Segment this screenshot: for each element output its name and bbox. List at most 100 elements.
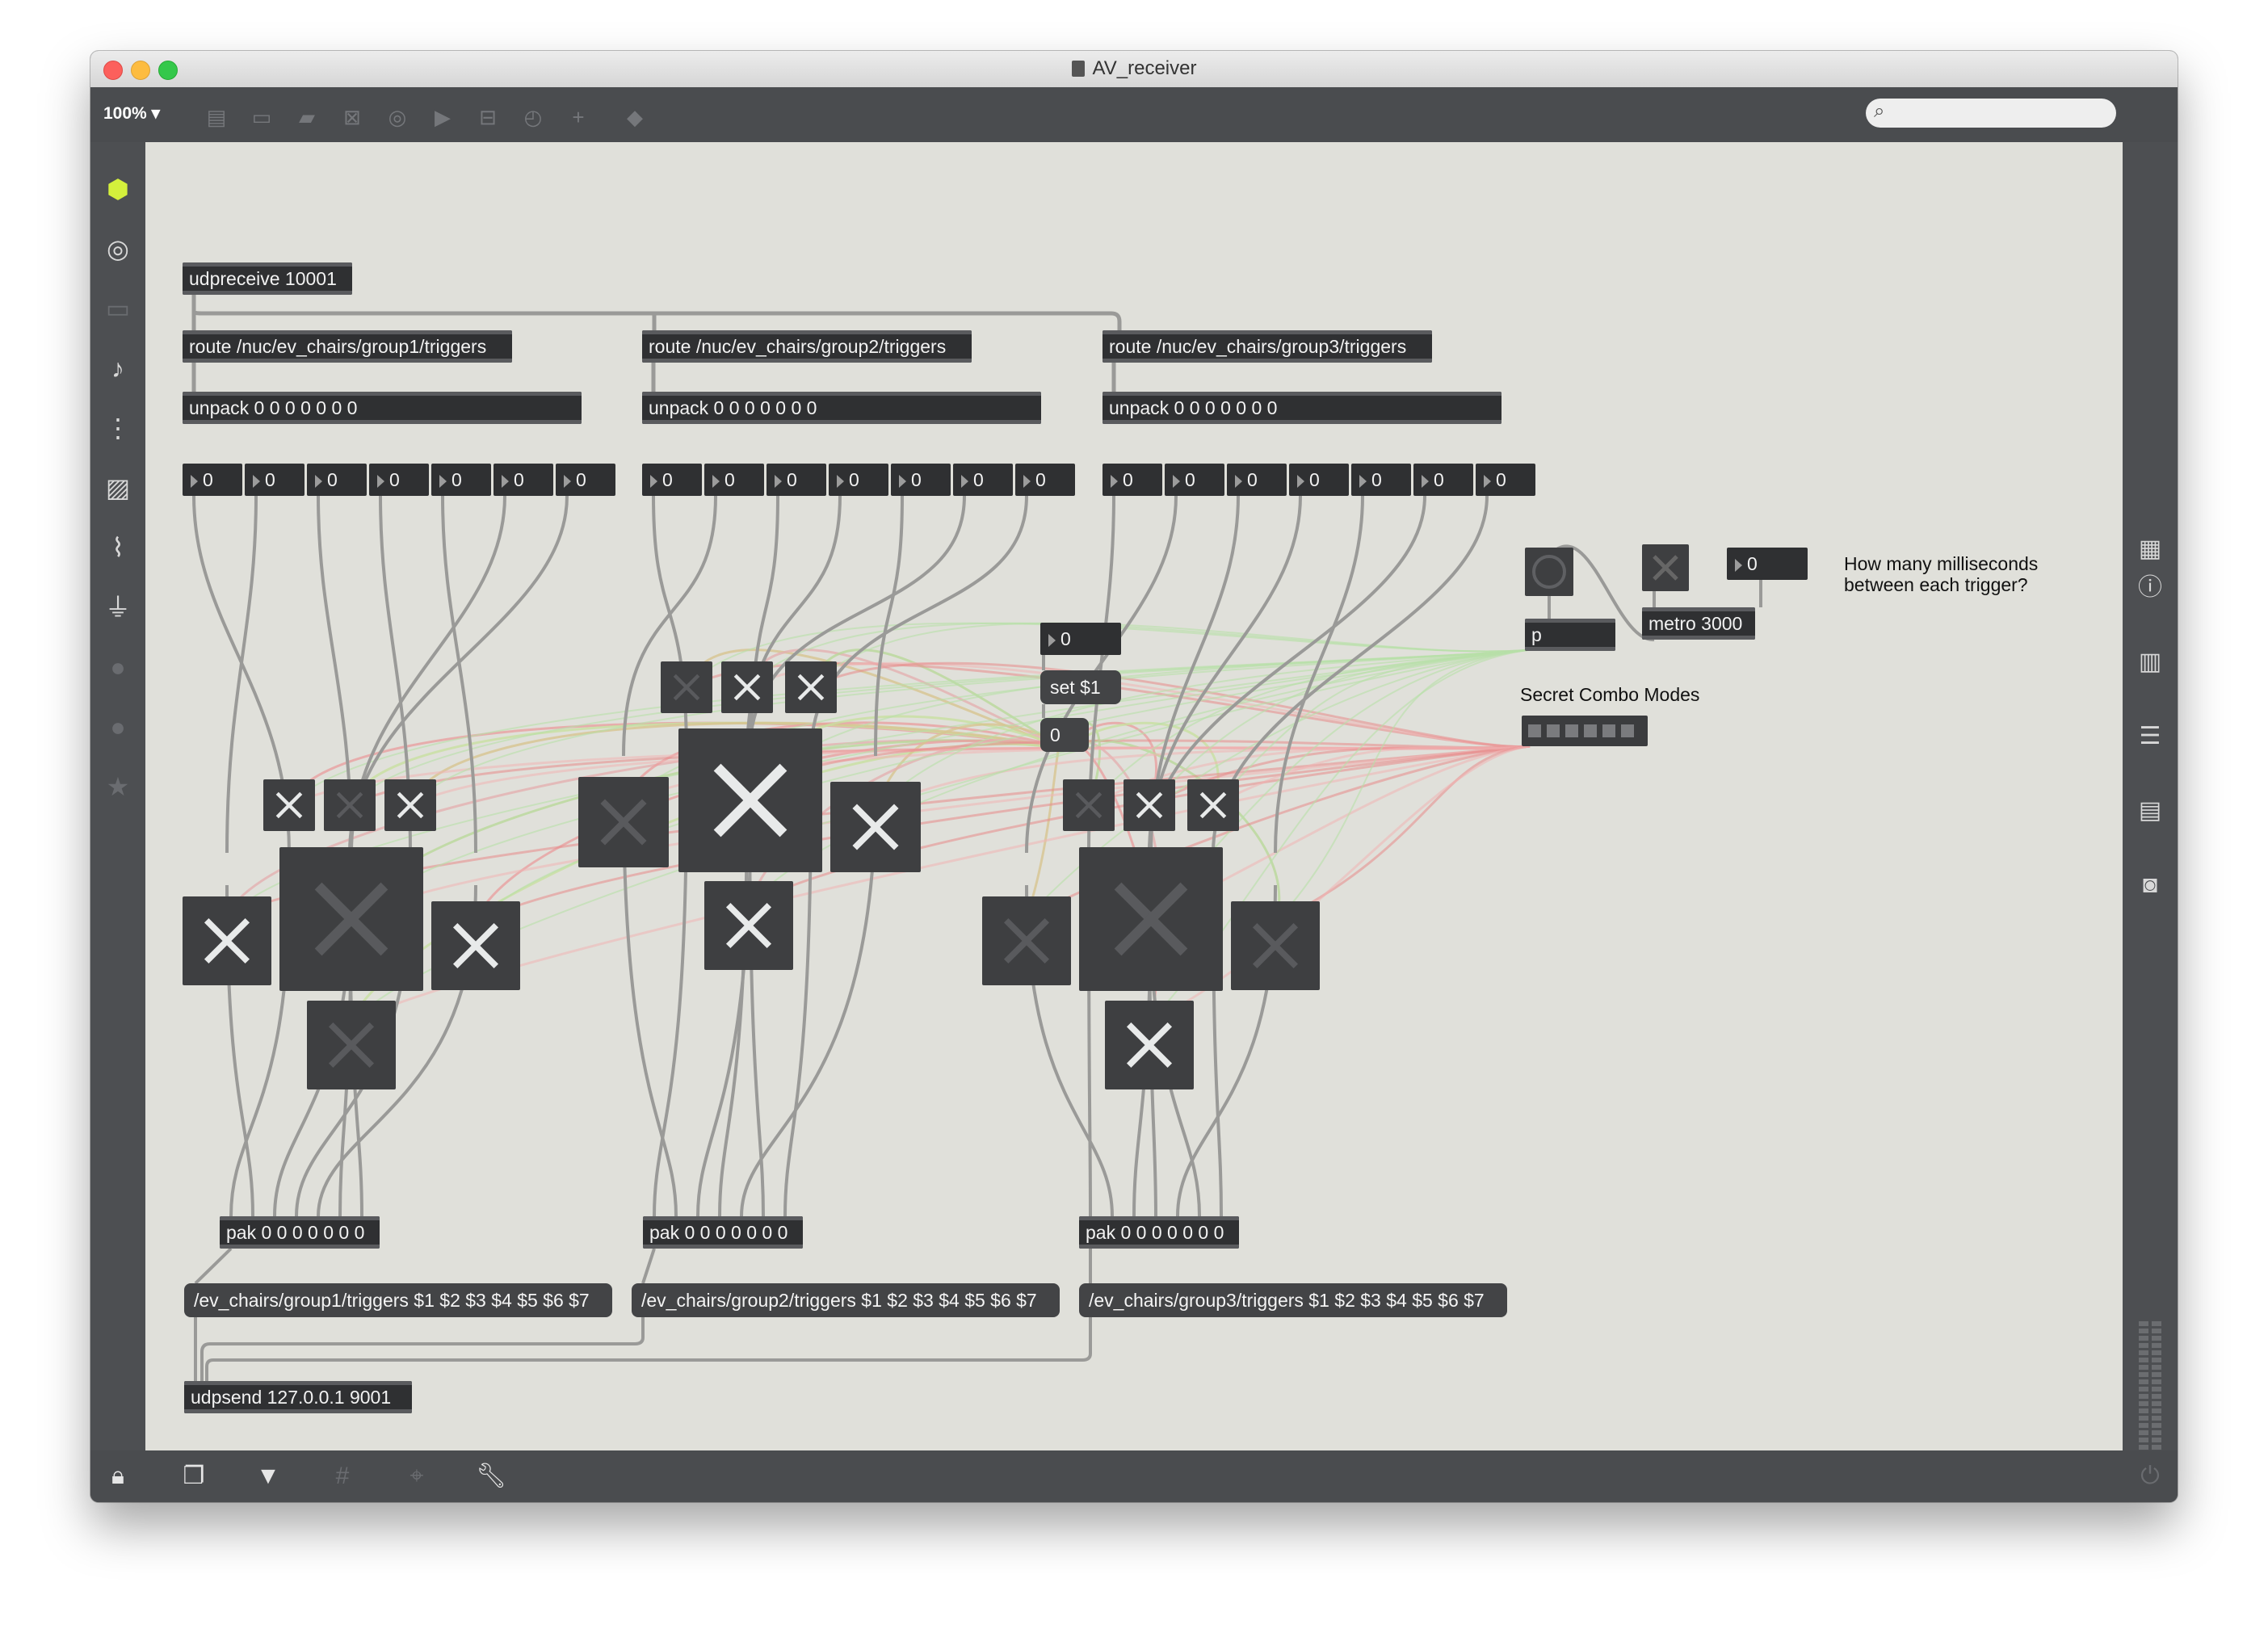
pak-object-group2[interactable]: pak 0 0 0 0 0 0 0 — [643, 1216, 803, 1249]
new-number-icon[interactable]: ▶ — [435, 105, 451, 129]
toggle[interactable] — [704, 881, 793, 970]
sequence-icon[interactable]: ⋮ — [105, 413, 131, 443]
zero-message[interactable]: 0 — [1040, 718, 1089, 752]
close-window-button[interactable] — [103, 61, 123, 80]
search-field[interactable]: ⌕ — [1866, 99, 2116, 128]
plug-icon[interactable]: ⏚ — [104, 593, 131, 622]
toggle[interactable] — [1063, 779, 1115, 831]
toggle[interactable] — [1187, 779, 1239, 831]
number-box[interactable]: 0 — [1165, 464, 1224, 496]
number-box-interval[interactable]: 0 — [1727, 548, 1808, 580]
new-button-icon[interactable]: ⊠ — [343, 105, 361, 129]
unpack-object-group3[interactable]: unpack 0 0 0 0 0 0 0 — [1102, 392, 1502, 424]
toggle[interactable] — [1105, 1001, 1194, 1089]
list-icon[interactable]: ☰ — [2139, 723, 2161, 749]
new-message-icon[interactable]: ▭ — [251, 105, 272, 129]
metro-toggle[interactable] — [1642, 544, 1689, 591]
new-slider-icon[interactable]: ⊟ — [479, 105, 497, 129]
grid-icon[interactable]: # — [335, 1463, 350, 1489]
toggle[interactable] — [384, 779, 436, 831]
unpack-object-group2[interactable]: unpack 0 0 0 0 0 0 0 — [642, 392, 1041, 424]
route-object-group2[interactable]: route /nuc/ev_chairs/group2/triggers — [642, 330, 972, 363]
number-box[interactable]: 0 — [1015, 464, 1075, 496]
number-box[interactable]: 0 — [494, 464, 553, 496]
bang-button[interactable] — [1525, 548, 1573, 596]
number-box[interactable]: 0 — [766, 464, 826, 496]
info-icon[interactable]: ⓘ — [2138, 574, 2162, 601]
new-comment-icon[interactable]: ▰ — [299, 105, 315, 129]
udpreceive-object[interactable]: udpreceive 10001 — [183, 262, 352, 295]
osc-message-group3[interactable]: /ev_chairs/group3/triggers $1 $2 $3 $4 $… — [1079, 1283, 1507, 1317]
number-box[interactable]: 0 — [431, 464, 491, 496]
number-box[interactable]: 0 — [1351, 464, 1411, 496]
pak-object-group3[interactable]: pak 0 0 0 0 0 0 0 — [1079, 1216, 1239, 1249]
keyboard-icon[interactable]: ▦ — [2138, 535, 2162, 562]
power-icon[interactable]: ⏻ — [2140, 1463, 2160, 1489]
number-box[interactable]: 0 — [704, 464, 764, 496]
number-box[interactable]: 0 — [829, 464, 888, 496]
star-icon[interactable]: ★ — [106, 772, 130, 801]
unpack-object-group1[interactable]: unpack 0 0 0 0 0 0 0 — [183, 392, 582, 424]
camera-icon[interactable]: ◙ — [2142, 871, 2158, 898]
toggle[interactable] — [785, 661, 837, 713]
toggle[interactable] — [982, 896, 1071, 985]
toggle[interactable] — [431, 901, 520, 990]
toggle[interactable] — [263, 779, 315, 831]
beap-icon[interactable]: ● — [110, 712, 126, 741]
patcher-canvas[interactable]: udpreceive 10001 route /nuc/ev_chairs/gr… — [145, 142, 2123, 1450]
number-box[interactable]: 0 — [1102, 464, 1162, 496]
zoom-window-button[interactable] — [158, 61, 178, 80]
add-object-icon[interactable]: + — [572, 105, 585, 129]
music-note-icon[interactable]: ♪ — [111, 354, 124, 383]
cube-icon[interactable]: ⬢ — [107, 174, 129, 204]
paint-bucket-icon[interactable]: ◆ — [627, 105, 643, 129]
number-box[interactable]: 0 — [1289, 464, 1349, 496]
number-box[interactable]: 0 — [245, 464, 304, 496]
route-object-group1[interactable]: route /nuc/ev_chairs/group1/triggers — [183, 330, 512, 363]
number-box[interactable]: 0 — [953, 464, 1013, 496]
toggle[interactable] — [307, 1001, 396, 1089]
route-object-group3[interactable]: route /nuc/ev_chairs/group3/triggers — [1102, 330, 1432, 363]
paperclip-icon[interactable]: ⌇ — [111, 533, 124, 562]
number-box[interactable]: 0 — [307, 464, 367, 496]
number-box-combo[interactable]: 0 — [1040, 623, 1121, 655]
book-icon[interactable]: ▤ — [2138, 797, 2162, 824]
toggle[interactable] — [1231, 901, 1320, 990]
image-icon[interactable]: ▨ — [105, 473, 131, 502]
reference-icon[interactable]: ▥ — [2138, 649, 2162, 675]
toggle[interactable] — [721, 661, 773, 713]
lock-icon[interactable]: 🔒︎ — [111, 1463, 124, 1489]
osc-message-group2[interactable]: /ev_chairs/group2/triggers $1 $2 $3 $4 $… — [632, 1283, 1060, 1317]
number-box[interactable]: 0 — [183, 464, 242, 496]
combo-mode-selector[interactable] — [1522, 716, 1648, 746]
toggle[interactable] — [678, 728, 822, 872]
toggle[interactable] — [661, 661, 712, 713]
toggle[interactable] — [578, 777, 669, 867]
toggle[interactable] — [279, 847, 423, 991]
toggle[interactable] — [324, 779, 376, 831]
windows-icon[interactable]: ❐ — [183, 1463, 205, 1489]
udpsend-object[interactable]: udpsend 127.0.0.1 9001 — [184, 1381, 412, 1413]
snap-icon[interactable]: ⌖ — [410, 1463, 424, 1489]
number-box[interactable]: 0 — [1413, 464, 1473, 496]
number-box[interactable]: 0 — [1227, 464, 1287, 496]
target-icon[interactable]: ◎ — [107, 234, 129, 263]
zoom-menu[interactable]: 100% ▾ — [103, 104, 161, 123]
number-box[interactable]: 0 — [369, 464, 429, 496]
pak-object-group1[interactable]: pak 0 0 0 0 0 0 0 — [220, 1216, 380, 1249]
toggle[interactable] — [830, 782, 921, 872]
osc-message-group1[interactable]: /ev_chairs/group1/triggers $1 $2 $3 $4 $… — [184, 1283, 612, 1317]
number-box[interactable]: 0 — [556, 464, 615, 496]
number-box[interactable]: 0 — [891, 464, 951, 496]
number-box[interactable]: 0 — [642, 464, 702, 496]
number-box[interactable]: 0 — [1476, 464, 1535, 496]
toggle[interactable] — [183, 896, 271, 985]
subpatcher-p[interactable]: p — [1525, 619, 1615, 651]
minimize-window-button[interactable] — [131, 61, 150, 80]
new-toggle-icon[interactable]: ◎ — [388, 105, 407, 129]
media-icon[interactable]: ▭ — [105, 294, 131, 323]
metro-object[interactable]: metro 3000 — [1642, 607, 1755, 640]
toggle[interactable] — [1079, 847, 1223, 991]
new-dial-icon[interactable]: ◴ — [523, 105, 543, 129]
set-message[interactable]: set $1 — [1040, 670, 1121, 704]
